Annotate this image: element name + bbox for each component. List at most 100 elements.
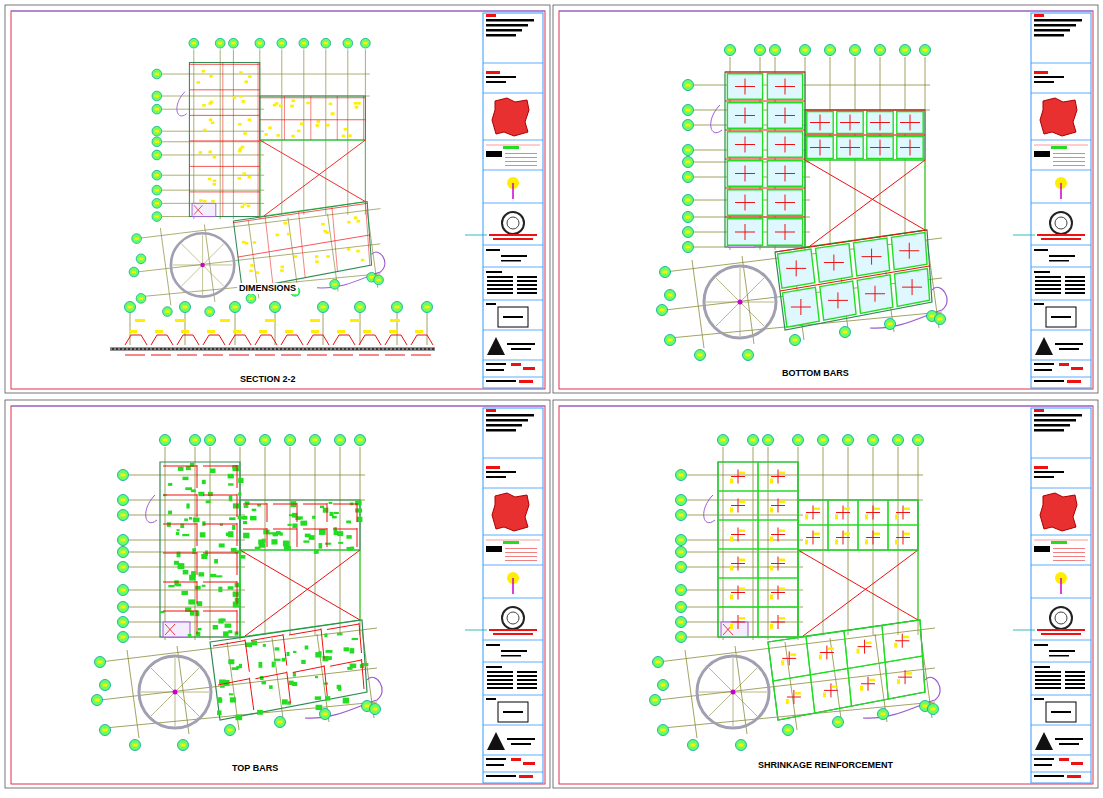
void-cross	[798, 550, 918, 620]
top-bar-tag	[200, 532, 206, 537]
text-bar	[486, 429, 516, 432]
sheet	[5, 400, 550, 788]
grid-line	[162, 175, 264, 176]
bubble-tag	[653, 699, 658, 702]
bottom-bar	[745, 224, 746, 240]
text-bar	[1055, 738, 1083, 740]
bubble-tag	[280, 42, 284, 45]
support-bar	[851, 236, 889, 242]
grid-line	[160, 228, 171, 305]
dimension-tag	[294, 255, 298, 258]
bubble-tag	[121, 621, 126, 624]
top-bar-tag	[282, 658, 286, 662]
bubble-tag	[121, 589, 126, 592]
panel-outline	[888, 525, 918, 550]
radial-line	[181, 244, 202, 265]
dimension-tag	[357, 102, 361, 105]
title-mark	[486, 71, 500, 74]
bar-tag	[415, 330, 423, 333]
grid-line	[687, 552, 803, 553]
title-rule	[483, 598, 543, 599]
panel-outline	[768, 637, 810, 682]
top-bar-tag	[193, 518, 200, 523]
dimension-tag	[306, 102, 310, 105]
grid-bubble	[118, 535, 129, 546]
grid-bubble	[718, 435, 729, 446]
key-leader	[1060, 578, 1062, 594]
grid-line	[685, 650, 697, 738]
grid-bubble	[230, 302, 241, 313]
sheet-border	[553, 400, 1098, 788]
bubble-tag	[698, 354, 703, 357]
bubble-tag	[679, 551, 684, 554]
bubble-tag	[668, 339, 673, 342]
grid-bubble	[657, 305, 668, 316]
dimension-tag	[208, 178, 212, 181]
shrinkage-bar	[778, 586, 779, 600]
bar-zone	[783, 287, 820, 327]
grid-bubble	[676, 562, 687, 573]
top-bar-tag	[352, 638, 358, 640]
bubble-tag	[103, 729, 108, 732]
panel-outline	[758, 549, 798, 578]
bar-tag	[739, 617, 745, 620]
slab-outline	[725, 72, 805, 247]
grid-bubble	[683, 227, 694, 238]
dimension-line	[334, 203, 367, 208]
bubble-tag	[691, 744, 696, 747]
dimension-tag	[211, 121, 215, 124]
title-mark	[1034, 144, 1088, 146]
stair-cross	[194, 205, 203, 215]
grid-line	[272, 638, 284, 726]
logo	[1035, 337, 1053, 355]
bubble-tag	[324, 42, 328, 45]
top-bar-tag	[235, 583, 241, 588]
top-bar-tag	[243, 521, 247, 524]
view-title: SHRINKAGE REINFORCEMENT	[756, 760, 895, 771]
dimension-tag	[249, 270, 253, 273]
frame-top	[11, 406, 545, 407]
support-bar	[725, 71, 765, 72]
top-bar-tag	[167, 522, 171, 527]
bubble-tag	[133, 744, 138, 747]
dimension-tag	[287, 233, 291, 236]
bubble-tag	[134, 237, 138, 240]
radial-line	[709, 692, 733, 716]
bottom-bar	[411, 355, 431, 356]
dimension-tag	[281, 266, 285, 269]
bottom-bar	[203, 355, 223, 356]
grid-bubble	[277, 38, 287, 48]
top-bar	[243, 529, 267, 530]
dimension-line	[189, 191, 224, 192]
top-bar-tag	[202, 585, 206, 587]
bubble-tag	[686, 124, 691, 127]
text-bar	[486, 666, 502, 668]
dimension-line	[260, 119, 286, 120]
bar-tag	[895, 540, 898, 545]
radial-line	[175, 668, 199, 692]
top-bar	[197, 610, 198, 634]
bottom-bar	[820, 115, 821, 131]
bent-bar	[177, 335, 199, 345]
bubble-tag	[238, 439, 243, 442]
grid-bubble	[843, 435, 854, 446]
grid-bubble	[136, 294, 146, 304]
top-bar-tag	[190, 611, 194, 616]
grid-bubble	[100, 680, 111, 691]
grid-bubble	[318, 302, 329, 313]
grid-bubble	[893, 435, 904, 446]
support-bar	[865, 109, 895, 110]
dimension-tag	[208, 150, 212, 153]
text-bar	[1034, 476, 1054, 478]
dimension-line	[233, 218, 266, 223]
title-mark	[1071, 367, 1083, 370]
top-bar-tag	[182, 477, 188, 480]
grid-bubble	[653, 657, 664, 668]
dimension-line	[363, 96, 364, 118]
shrinkage-bar	[830, 683, 831, 697]
bubble-tag	[121, 514, 126, 517]
top-bar-tag	[274, 659, 281, 661]
grid-bubble	[152, 185, 162, 195]
title-mark	[1053, 153, 1085, 154]
grid-line	[127, 650, 139, 738]
